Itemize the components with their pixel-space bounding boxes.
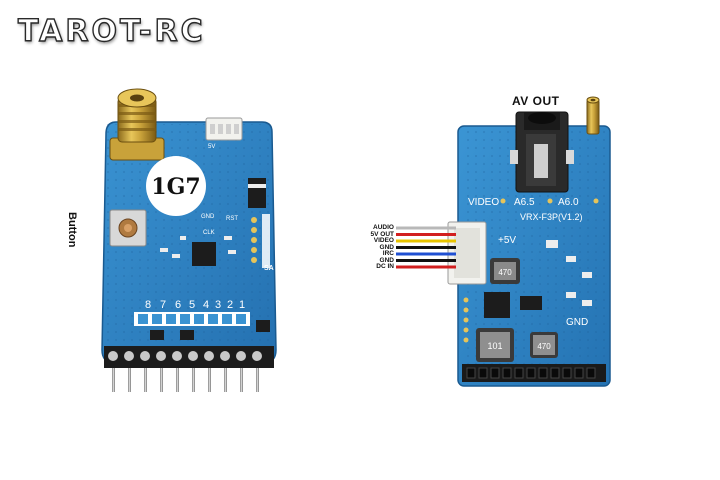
push-button xyxy=(109,209,147,247)
svg-text:470: 470 xyxy=(498,268,512,277)
wire-label: GND xyxy=(379,243,394,251)
channel-number: 3 xyxy=(215,299,221,311)
channel-number: 4 xyxy=(203,299,209,311)
channel-number: 7 xyxy=(160,299,166,311)
sma-antenna-connector xyxy=(109,88,165,161)
channel-number: 2 xyxy=(227,299,233,311)
wire-label: DC IN xyxy=(376,263,394,270)
right-pin-header xyxy=(462,364,606,382)
gnd-silk-label: GND xyxy=(566,317,588,328)
inductor-right: 470 xyxy=(530,332,558,358)
pad-label-clk: CLK xyxy=(203,230,215,236)
video-silk-label: VIDEO xyxy=(468,197,499,208)
pad-label-5v: 5V xyxy=(208,144,215,150)
channel-number: 1 xyxy=(239,299,245,311)
left-jst-connector xyxy=(205,117,243,141)
svg-text:470: 470 xyxy=(537,342,551,351)
av-out-label: AV OUT xyxy=(512,94,560,108)
wire-label: IRC xyxy=(382,250,394,257)
wire-label: 5V OUT xyxy=(370,230,394,238)
channel-number: 8 xyxy=(145,299,151,311)
a60-silk-label: A6.0 xyxy=(558,197,579,208)
left-side-pads xyxy=(251,214,270,268)
pad-label-gnd: GND xyxy=(201,214,215,220)
dip-switch-row xyxy=(134,312,250,326)
channel-number: 5 xyxy=(189,299,195,311)
chip-label-badge xyxy=(146,156,206,216)
channel-number: 6 xyxy=(175,299,181,311)
vtx-module-1g7: 1G7 GND RST CLK 5V SA xyxy=(101,88,277,392)
channel-numbers: 8 7 6 5 4 3 2 1 xyxy=(145,299,245,311)
wire-label: GND xyxy=(379,256,394,264)
vrx-module-f3p: VIDEO A6.5 A6.0 VRX-F3P(V1.2) +5V GND 47… xyxy=(396,96,611,387)
chip-label: 1G7 xyxy=(151,174,200,200)
button-label: Button xyxy=(66,212,78,248)
svg-text:101: 101 xyxy=(487,341,502,351)
a65-silk-label: A6.5 xyxy=(514,197,535,208)
inductor-big: 101 xyxy=(476,328,514,362)
av-out-jack xyxy=(510,111,574,193)
inductor-top: 470 xyxy=(490,258,520,284)
wire-label: VIDEO xyxy=(373,237,394,244)
left-regulator xyxy=(248,178,266,208)
left-pin-legs xyxy=(112,368,259,392)
cable-wires xyxy=(396,226,456,269)
model-silk-label: VRX-F3P(V1.2) xyxy=(520,212,583,222)
plus5v-silk-label: +5V xyxy=(498,235,516,246)
left-ic-chip xyxy=(192,242,216,266)
wire-label: AUDIO xyxy=(373,224,394,231)
brass-standoff xyxy=(586,96,600,135)
right-ic-chip xyxy=(484,292,510,318)
pad-label-rst: RST xyxy=(226,216,238,222)
tarot-rc-logo: TAROT-RC xyxy=(17,13,206,49)
left-pin-header xyxy=(104,346,274,368)
pad-label-sa: SA xyxy=(264,265,274,272)
